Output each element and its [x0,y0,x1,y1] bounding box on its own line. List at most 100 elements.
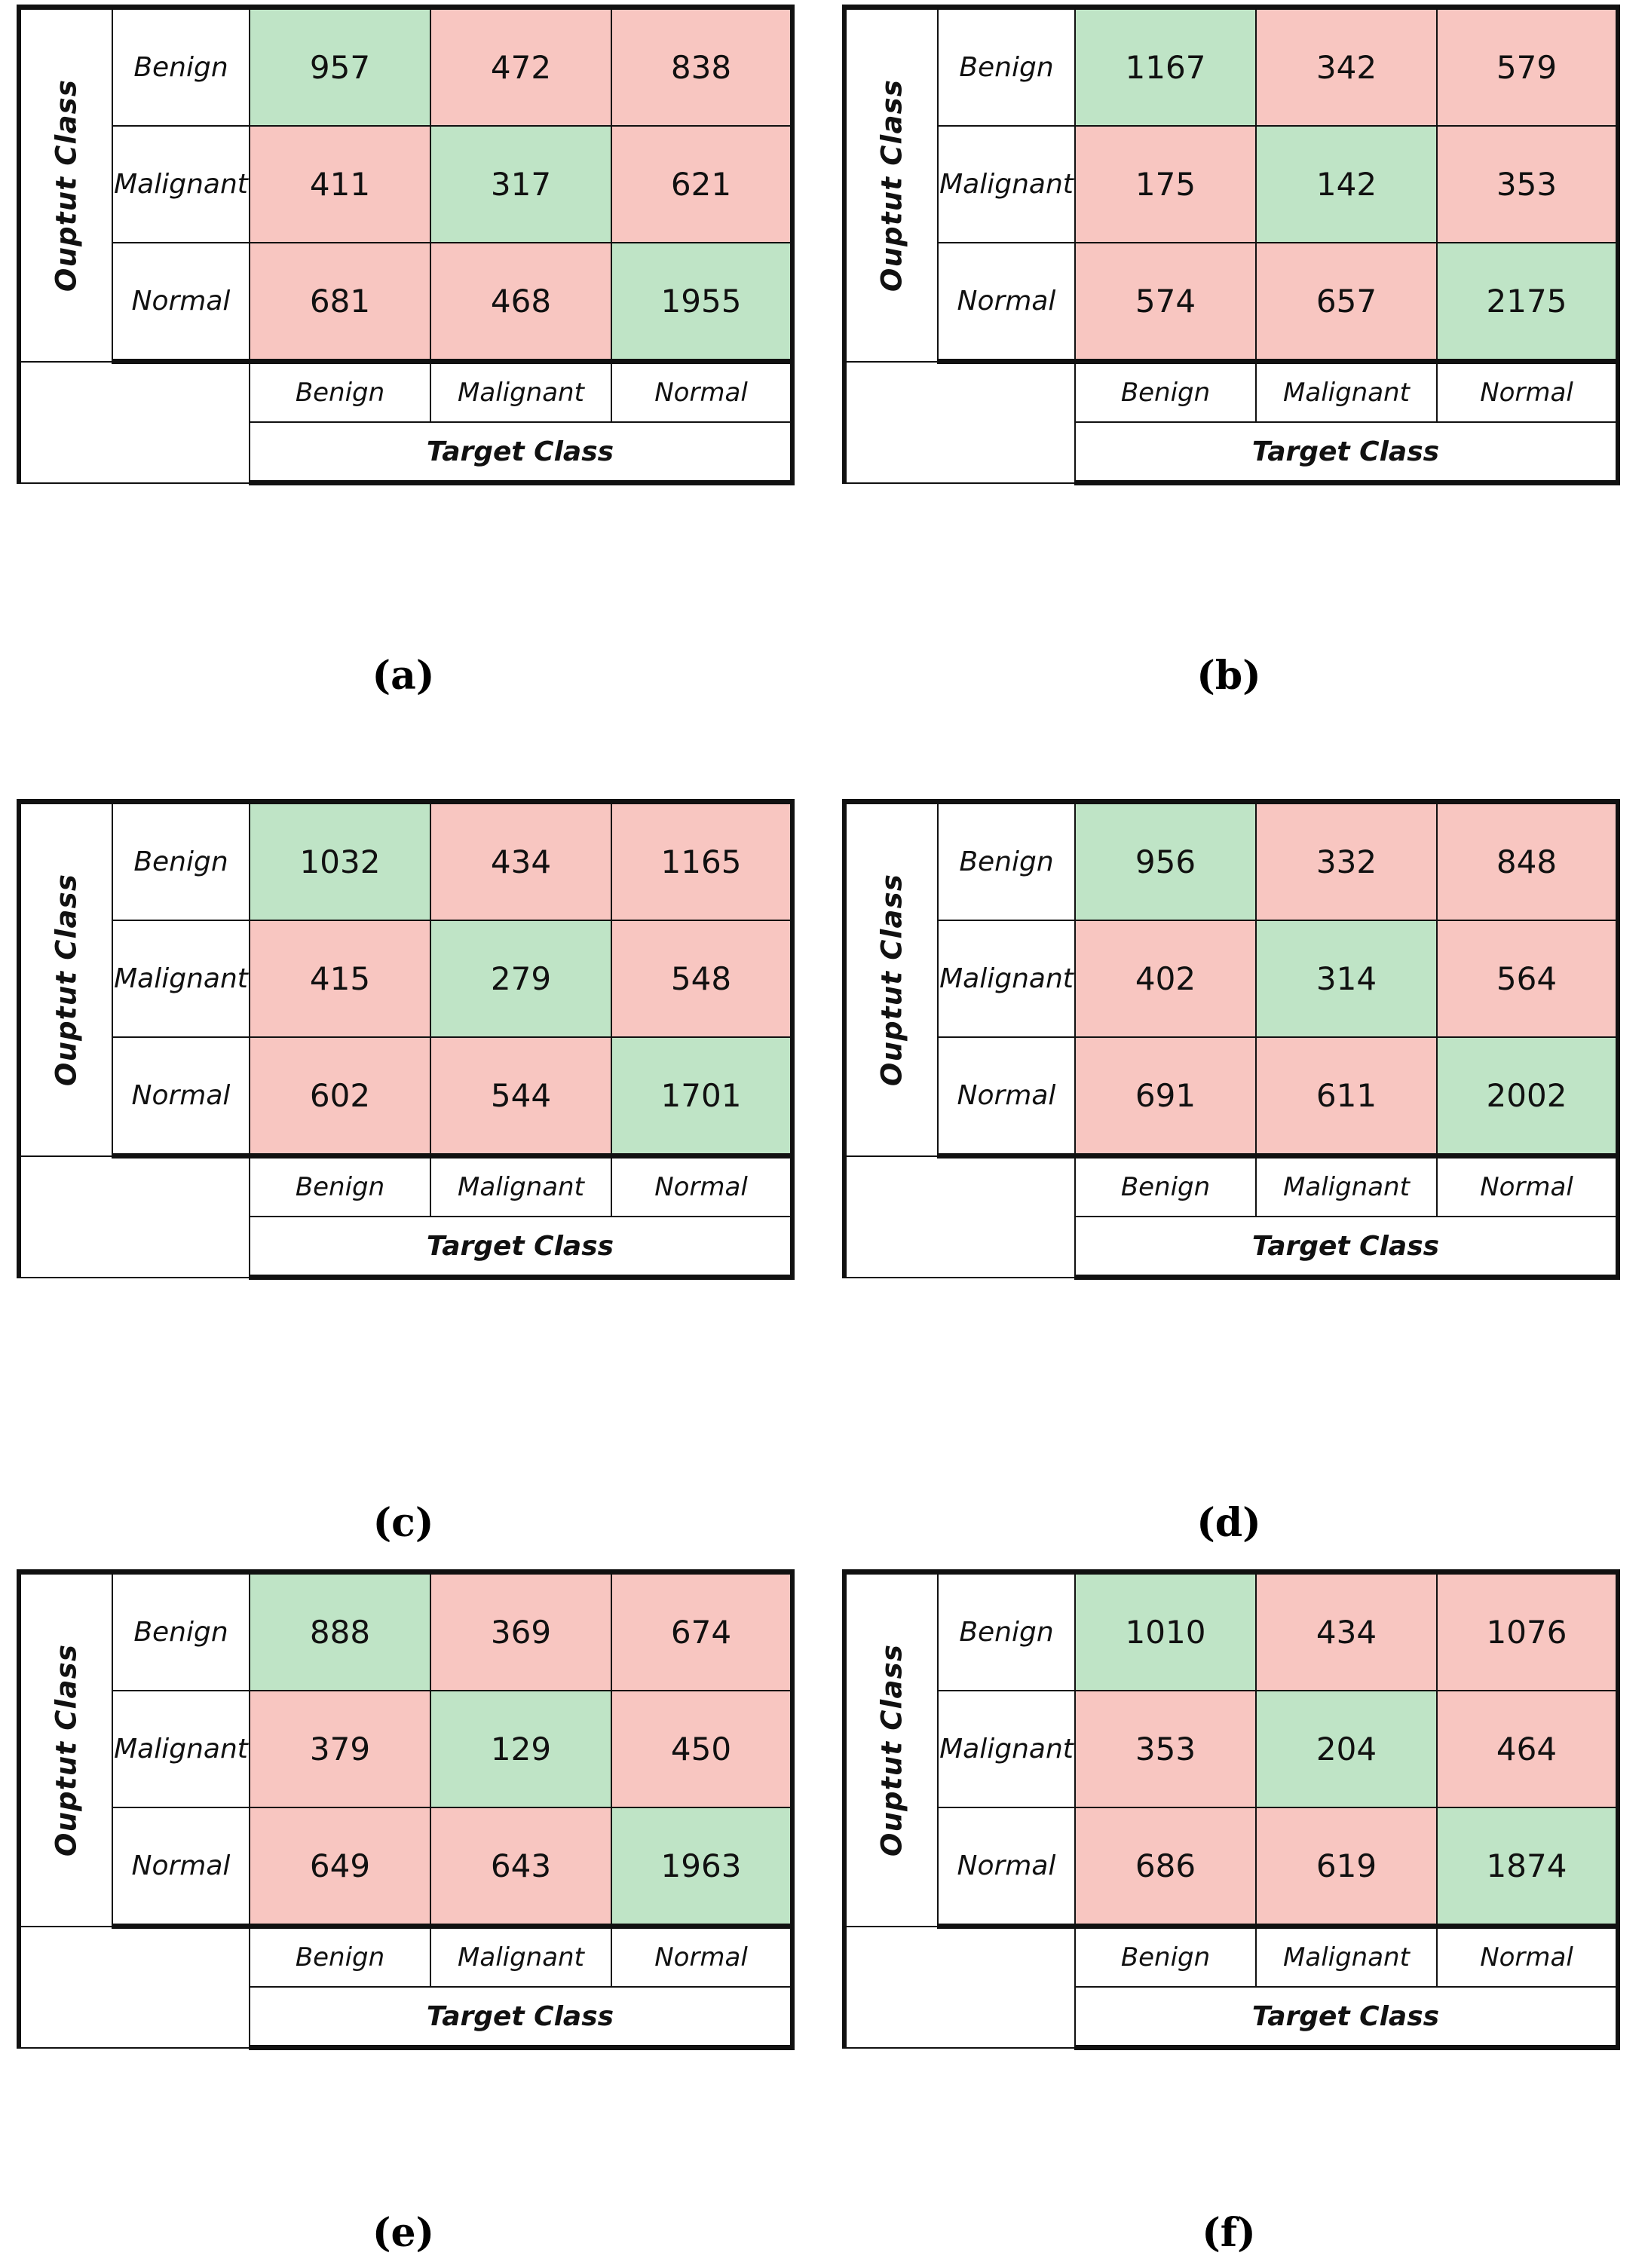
row-label-malignant-e: Malignant [112,1690,250,1808]
col-label-normal-a: Normal [611,360,795,423]
cell-f-1-2: 464 [1436,1690,1620,1808]
target-class-axis-label-f: Target Class [1074,1986,1620,2050]
panel-b: Ouptut Class Benign 1167 342 579 Maligna… [826,0,1651,776]
row-label-normal-c: Normal [112,1036,250,1158]
row-label-malignant-c: Malignant [112,920,250,1038]
col-label-benign-d: Benign [1074,1155,1257,1217]
cell-a-2-0: 681 [249,242,431,364]
table-row: Normal 649 643 1963 [19,1807,795,1929]
table-row: Target Class [19,421,795,485]
cell-b-0-2: 579 [1436,5,1620,127]
confusion-matrix-a: Ouptut Class Benign 957 472 838 Malignan… [17,5,795,485]
cell-a-0-1: 472 [430,5,612,127]
cell-d-1-0: 402 [1074,920,1257,1038]
cell-c-0-0: 1032 [249,799,431,921]
cell-a-1-2: 621 [611,125,795,243]
spacer-cell-c [17,1155,250,1278]
panel-caption-f: (f) [1202,2210,1256,2256]
spacer-cell-b [842,360,1075,484]
cell-f-1-1: 204 [1255,1690,1438,1808]
col-label-normal-c: Normal [611,1155,795,1217]
col-label-normal-b: Normal [1436,360,1620,423]
row-label-malignant-b: Malignant [937,125,1076,243]
cell-a-2-2: 1955 [611,242,795,364]
table-row: Ouptut Class Benign 957 472 838 [17,5,795,363]
row-label-benign-c: Benign [112,799,250,921]
panel-caption-a: (a) [372,653,435,699]
cell-e-2-1: 643 [430,1807,612,1929]
table-row: Target Class [19,1986,795,2050]
panel-caption-e: (e) [372,2210,435,2256]
row-label-normal-e: Normal [112,1807,250,1929]
col-label-malignant-c: Malignant [430,1155,612,1217]
target-class-axis-label-c: Target Class [249,1216,795,1280]
table-row: Ouptut Class Benign 1010 434 1076 [842,1569,1620,1927]
confusion-matrix-d: Ouptut Class Benign 956 332 848 Malignan… [842,799,1620,1280]
table-row: Target Class [19,1216,795,1280]
spacer-cell-d [842,1155,1075,1278]
col-label-malignant-a: Malignant [430,360,612,423]
cell-c-0-1: 434 [430,799,612,921]
table-row: Benign Malignant Normal [842,360,1620,484]
col-label-malignant-f: Malignant [1255,1925,1438,1988]
col-label-benign-c: Benign [249,1155,431,1217]
col-label-normal-d: Normal [1436,1155,1620,1217]
row-label-normal-b: Normal [937,242,1076,364]
row-label-normal-d: Normal [937,1036,1076,1158]
table-row: Normal 602 544 1701 [19,1036,795,1158]
panel-c: Ouptut Class Benign 1032 434 1165 Malign… [0,776,826,1553]
cell-c-1-2: 548 [611,920,795,1038]
cell-e-0-2: 674 [611,1569,795,1691]
cell-c-1-0: 415 [249,920,431,1038]
cell-a-2-1: 468 [430,242,612,364]
spacer-cell-f [842,1925,1075,2049]
table-row: Normal 681 468 1955 [19,242,795,364]
panel-caption-c: (c) [372,1500,434,1546]
row-label-normal-f: Normal [937,1807,1076,1929]
cell-b-2-2: 2175 [1436,242,1620,364]
confusion-matrix-c: Ouptut Class Benign 1032 434 1165 Malign… [17,799,795,1280]
table-row: Normal 691 611 2002 [844,1036,1620,1158]
col-label-normal-f: Normal [1436,1925,1620,1988]
table-row: Malignant 379 129 450 [19,1690,795,1808]
output-class-axis-label-f: Ouptut Class [842,1569,939,1927]
col-label-benign-a: Benign [249,360,431,423]
cell-e-1-0: 379 [249,1690,431,1808]
table-row: Normal 574 657 2175 [844,242,1620,364]
panel-caption-b: (b) [1196,653,1261,699]
spacer-cell-e [17,1925,250,2049]
output-class-axis-label-e: Ouptut Class [17,1569,113,1927]
row-label-benign-b: Benign [937,5,1076,127]
cell-d-1-1: 314 [1255,920,1438,1038]
table-row: Ouptut Class Benign 1167 342 579 [842,5,1620,363]
table-row: Benign Malignant Normal [842,1925,1620,2049]
panel-d: Ouptut Class Benign 956 332 848 Malignan… [826,776,1651,1553]
table-row: Ouptut Class Benign 956 332 848 [842,799,1620,1157]
cell-f-2-1: 619 [1255,1807,1438,1929]
cell-b-1-2: 353 [1436,125,1620,243]
panel-e: Ouptut Class Benign 888 369 674 Malignan… [0,1553,826,2268]
cell-f-0-1: 434 [1255,1569,1438,1691]
output-class-axis-label-d: Ouptut Class [842,799,939,1157]
table-row: Benign Malignant Normal [842,1155,1620,1278]
cell-e-1-1: 129 [430,1690,612,1808]
cell-e-0-1: 369 [430,1569,612,1691]
cell-e-2-0: 649 [249,1807,431,1929]
cell-c-0-2: 1165 [611,799,795,921]
row-label-benign-d: Benign [937,799,1076,921]
panel-caption-d: (d) [1196,1500,1261,1546]
cell-d-1-2: 564 [1436,920,1620,1038]
row-label-benign-e: Benign [112,1569,250,1691]
confusion-matrix-e: Ouptut Class Benign 888 369 674 Malignan… [17,1569,795,2050]
table-row: Target Class [844,1216,1620,1280]
cell-c-2-1: 544 [430,1036,612,1158]
table-row: Ouptut Class Benign 888 369 674 [17,1569,795,1927]
spacer-cell-a [17,360,250,484]
cell-d-2-0: 691 [1074,1036,1257,1158]
col-label-malignant-e: Malignant [430,1925,612,1988]
target-class-axis-label-a: Target Class [249,421,795,485]
cell-e-0-0: 888 [249,1569,431,1691]
cell-a-1-0: 411 [249,125,431,243]
table-row: Malignant 415 279 548 [19,920,795,1038]
